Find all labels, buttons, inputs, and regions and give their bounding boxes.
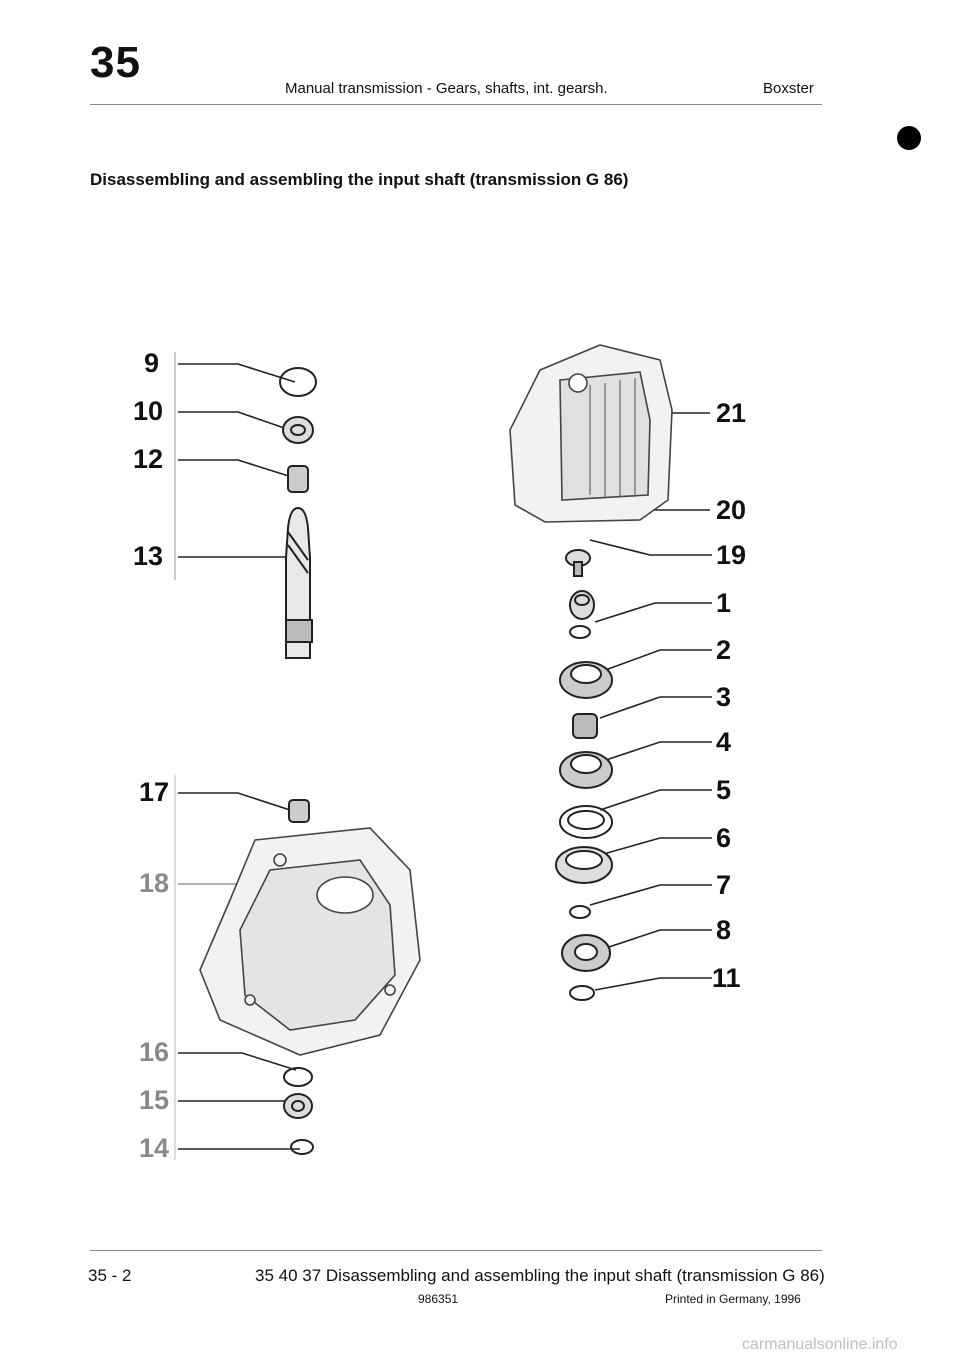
callout-10: 10 <box>133 396 164 426</box>
callout-8: 8 <box>716 915 732 945</box>
callout-19: 19 <box>716 540 747 570</box>
footer-title: 35 40 37 Disassembling and assembling th… <box>255 1266 825 1285</box>
section-title: Disassembling and assembling the input s… <box>90 170 629 189</box>
callout-17: 17 <box>139 777 170 807</box>
header-model: Boxster <box>763 80 814 97</box>
callout-13: 13 <box>133 541 164 571</box>
page-number: 35 - 2 <box>88 1266 132 1285</box>
callout-3: 3 <box>716 682 732 712</box>
header-rule <box>90 104 822 105</box>
header-title: Manual transmission - Gears, shafts, int… <box>285 80 608 97</box>
callout-6: 6 <box>716 823 732 853</box>
callout-14: 14 <box>139 1133 170 1163</box>
callout-15: 15 <box>139 1085 170 1115</box>
printed-note: Printed in Germany, 1996 <box>665 1292 801 1306</box>
callout-16: 16 <box>139 1037 170 1067</box>
callout-2: 2 <box>716 635 732 665</box>
callout-20: 20 <box>716 495 747 525</box>
callout-7: 7 <box>716 870 732 900</box>
watermark: carmanualsonline.info <box>742 1336 898 1353</box>
chapter-number: 35 <box>90 38 141 87</box>
callout-12: 12 <box>133 444 164 474</box>
callout-4: 4 <box>716 727 732 757</box>
synchro-ring-9 <box>279 367 317 397</box>
document-number: 986351 <box>418 1292 459 1306</box>
callout-18: 18 <box>139 868 170 898</box>
callout-11: 11 <box>712 963 741 993</box>
footer-rule <box>90 1250 822 1251</box>
page-marker-dot <box>897 126 921 150</box>
callout-1: 1 <box>716 588 732 618</box>
callout-21: 21 <box>716 398 747 428</box>
callout-9: 9 <box>144 348 160 378</box>
callout-5: 5 <box>716 775 732 805</box>
